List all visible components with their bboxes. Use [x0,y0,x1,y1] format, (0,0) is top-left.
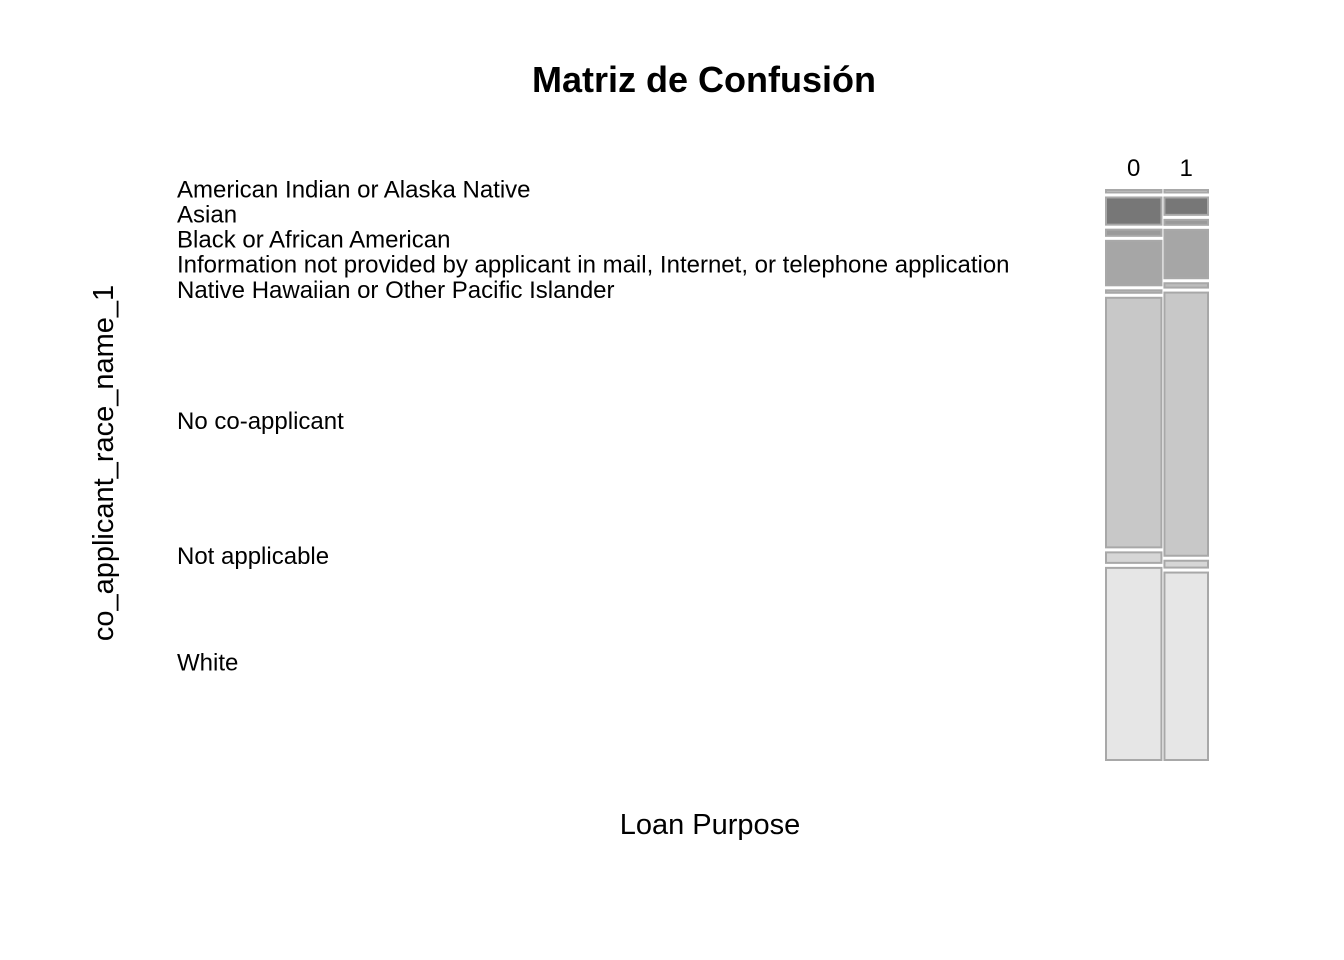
row-labels: American Indian or Alaska NativeAsianBla… [177,177,1010,677]
tile-row-7-col-1 [1163,571,1209,761]
row-label-0: American Indian or Alaska Native [177,177,531,204]
column-label-0: 0 [1127,155,1140,182]
row-label-3: Information not provided by applicant in… [177,252,1010,279]
tile-row-6-col-0 [1105,551,1163,564]
row-label-4: Native Hawaiian or Other Pacific Islande… [177,277,615,304]
tile-row-0-col-0 [1105,189,1163,194]
tile-row-6-col-1 [1163,559,1209,569]
x-axis-label: Loan Purpose [620,809,801,841]
tile-row-1-col-1 [1163,196,1209,216]
row-label-6: Not applicable [177,543,329,570]
tile-row-5-col-0 [1105,296,1163,549]
row-label-1: Asian [177,202,237,229]
tile-row-1-col-0 [1105,196,1163,226]
row-label-7: White [177,649,238,676]
tile-row-5-col-1 [1163,291,1209,557]
row-label-5: No co-applicant [177,408,344,435]
tile-row-2-col-1 [1163,218,1209,226]
y-axis-label: co_applicant_race_name_1 [88,285,120,641]
tile-row-7-col-0 [1105,566,1163,761]
tile-row-3-col-1 [1163,228,1209,280]
tile-row-4-col-1 [1163,282,1209,289]
mosaic-tiles [1105,189,1209,761]
tile-row-0-col-1 [1163,189,1209,194]
row-label-2: Black or African American [177,227,450,254]
tile-row-3-col-0 [1105,239,1163,287]
column-label-1: 1 [1180,155,1193,182]
chart-title: Matriz de Confusión [532,59,876,100]
tile-row-2-col-0 [1105,228,1163,237]
tile-row-4-col-0 [1105,289,1163,294]
